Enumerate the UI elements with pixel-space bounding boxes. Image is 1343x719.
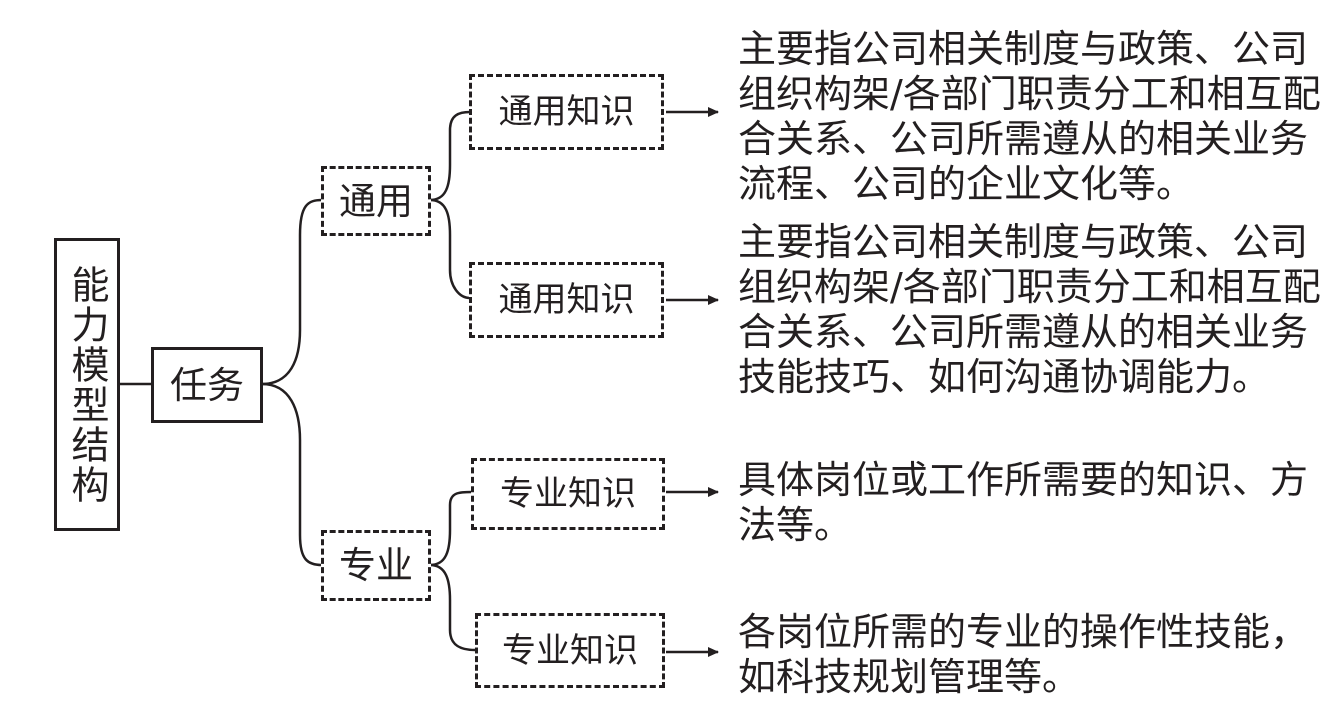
leaf-node-tongyong-knowledge-1: 通用知识 bbox=[469, 74, 664, 150]
root-node-ability-model: 能力模型结构 bbox=[54, 238, 120, 531]
zhuanye-upper-connector bbox=[429, 490, 473, 567]
task-to-tongyong-connector bbox=[261, 198, 323, 386]
description-zhuanye-1: 具体岗位或工作所需要的知识、方 法等。 bbox=[738, 458, 1309, 547]
leaf-node-zhuanye-knowledge-1: 专业知识 bbox=[471, 458, 665, 530]
tongyong-lower-connector bbox=[429, 198, 471, 300]
task-to-zhuanye-connector bbox=[261, 382, 323, 567]
description-zhuanye-2: 各岗位所需的专业的操作性技能， 如科技规划管理等。 bbox=[738, 610, 1309, 699]
branch-node-tongyong: 通用 bbox=[321, 166, 431, 236]
zhuanye-lower-connector bbox=[429, 563, 476, 652]
description-tongyong-1: 主要指公司相关制度与政策、公司 组织构架/各部门职责分工和相互配 合关系、公司所… bbox=[738, 27, 1321, 206]
task-node: 任务 bbox=[151, 347, 263, 423]
branch-node-zhuanye: 专业 bbox=[321, 530, 431, 601]
tongyong-upper-connector bbox=[429, 110, 471, 202]
description-tongyong-2: 主要指公司相关制度与政策、公司 组织构架/各部门职责分工和相互配 合关系、公司所… bbox=[738, 220, 1321, 399]
leaf-node-tongyong-knowledge-2: 通用知识 bbox=[469, 262, 664, 338]
leaf-node-zhuanye-knowledge-2: 专业知识 bbox=[475, 613, 665, 688]
